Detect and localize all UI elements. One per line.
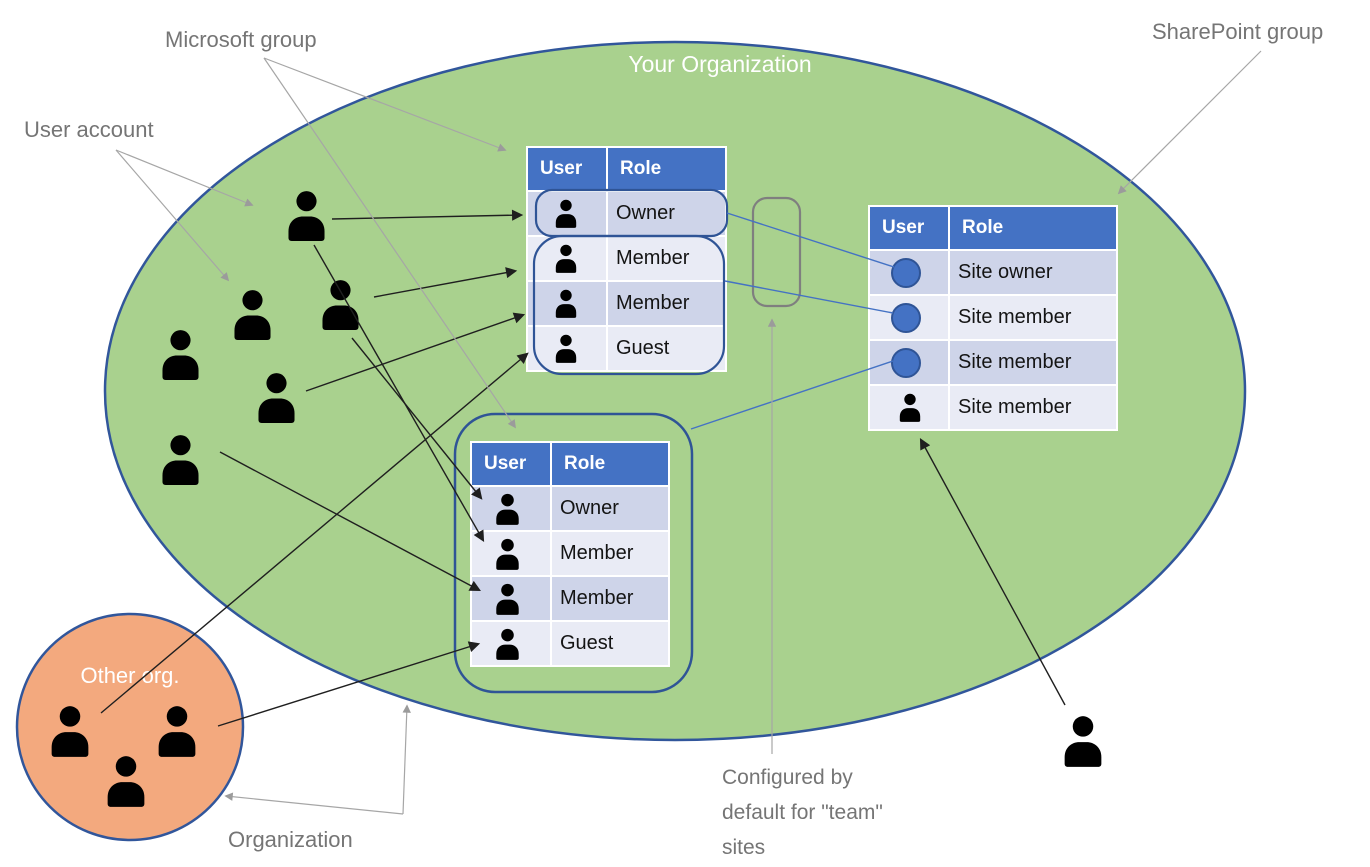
microsoft-group-table-1: User Role Owner Member Member Guest [526,146,727,372]
table-cell-role: Site member [950,386,1116,429]
person-icon [1064,716,1102,767]
column-header-role: Role [552,443,668,485]
sharepoint-group-label: SharePoint group [1152,19,1324,44]
configured-note-line: sites [722,836,766,859]
table-cell-role: Owner [552,487,668,530]
table-cell-role: Guest [608,327,725,370]
table-cell-role: Member [552,577,668,620]
sharepoint-group-table: User Role Site owner Site member Site me… [868,205,1118,431]
table-cell-user [870,251,948,294]
person-icon [551,332,581,365]
table-cell-user [472,487,550,530]
person-icon [491,626,524,662]
table-cell-user [528,237,606,280]
table-cell-user [870,341,948,384]
table-cell-role: Guest [552,622,668,665]
column-header-user: User [870,207,948,249]
table-cell-user [472,577,550,620]
table-cell-role: Site member [950,341,1116,384]
configured-note-line: Configured by [722,766,853,789]
column-header-user: User [528,148,606,190]
microsoft-group-label: Microsoft group [165,27,317,52]
user-account-label: User account [24,117,154,142]
table-cell-user [528,282,606,325]
table-cell-role: Member [552,532,668,575]
configured-note-line: default for "team" [722,801,883,824]
person-icon [551,287,581,320]
group-circle-icon [891,257,921,288]
person-icon [895,391,925,424]
microsoft-group-table-2: User Role Owner Member Member Guest [470,441,670,667]
table-cell-user [528,327,606,370]
table-cell-user [472,532,550,575]
column-header-user: User [472,443,550,485]
person-icon [491,491,524,527]
your-organization-label: Your Organization [628,51,812,77]
table-cell-role: Member [608,237,725,280]
person-icon [551,242,581,275]
table-cell-role: Site member [950,296,1116,339]
column-header-role: Role [608,148,725,190]
person-icon [491,581,524,617]
table-cell-role: Owner [608,192,725,235]
other-org-label: Other org. [80,663,180,688]
column-header-role: Role [950,207,1116,249]
table-cell-role: Member [608,282,725,325]
person-icon [551,197,581,230]
configured-note: Configured by default for "team" sites [722,760,972,865]
table-cell-user [870,296,948,339]
table-cell-user [528,192,606,235]
person-icon [491,536,524,572]
table-cell-role: Site owner [950,251,1116,294]
table-cell-user [472,622,550,665]
organization-label: Organization [228,827,353,852]
group-circle-icon [891,302,921,333]
group-circle-icon [891,347,921,378]
table-cell-user [870,386,948,429]
